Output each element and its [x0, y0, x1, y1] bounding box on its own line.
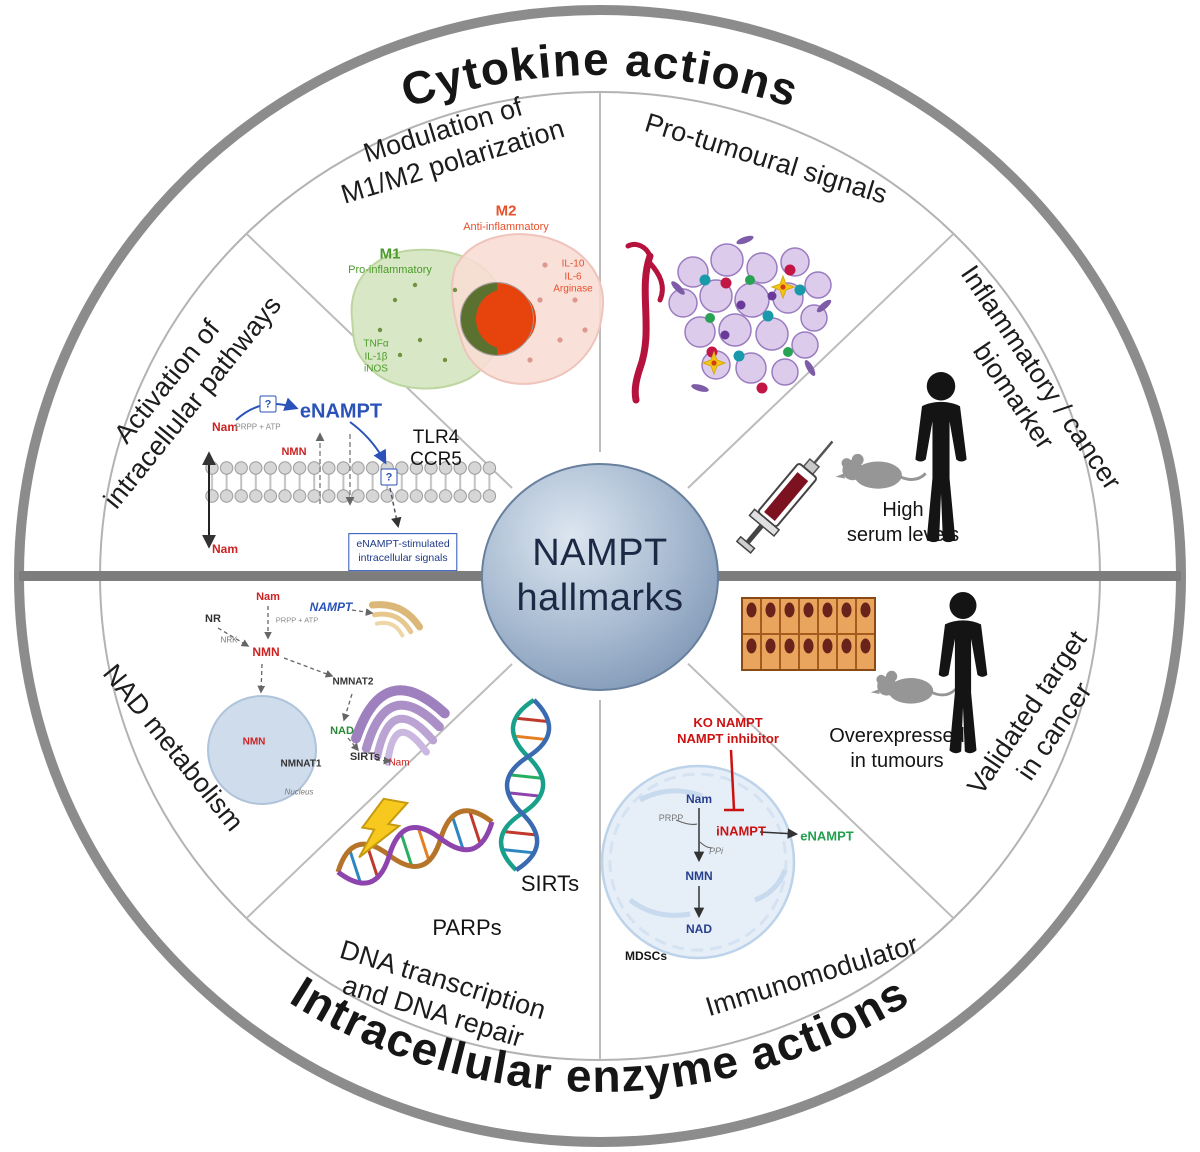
nad-nampt: NAMPT	[309, 600, 353, 614]
nad-n mn-nucleus: NMN	[242, 736, 266, 748]
parps-label: PARPs	[432, 915, 502, 940]
activation-tlr4: TLR4	[412, 427, 460, 448]
sector-divider-lines	[245, 92, 955, 1060]
syringe-icon	[735, 440, 834, 554]
question-box-icon: ?	[380, 468, 398, 486]
immuno-enampt: eNAMPT	[800, 828, 854, 844]
nad-nmnat2: NMNAT2	[332, 676, 374, 688]
macrophage-illustration	[350, 233, 604, 390]
tissue-illustration	[741, 592, 988, 754]
biomarker-illustration	[735, 372, 967, 554]
m2-markers: IL-10 IL-6 Arginase	[553, 258, 593, 295]
nad-prpp-atp: PRPP + ATP	[275, 615, 319, 625]
nad-nrk: NRK	[220, 635, 238, 645]
membrane-illustration	[202, 397, 497, 549]
mdsc-cell-illustration	[600, 749, 799, 960]
mitochondria-icon	[351, 685, 450, 766]
m2-label: M2	[495, 202, 517, 220]
activation-enampt: eNAMPT	[299, 400, 383, 423]
nad-nucleus-label: Nucleus	[284, 787, 314, 797]
activation-nmn: NMN	[281, 446, 307, 458]
nad-nad: NAD	[330, 725, 354, 737]
ko-nampt-label: KO NAMPT NAMPT inhibitor	[677, 714, 779, 746]
nad-nmn: NMN	[252, 645, 280, 659]
immuno-nam: Nam	[685, 792, 713, 806]
activation-nam-bottom: Nam	[211, 542, 239, 556]
nad-pathway-illustration	[207, 601, 450, 805]
tumour-illustration	[625, 235, 832, 404]
enampt-signal-box: eNAMPT-stimulated intracellular signals	[348, 533, 458, 571]
nad-nr: NR	[205, 613, 221, 625]
nad-nam-top: Nam	[256, 591, 280, 603]
m2-sublabel: Anti-inflammatory	[463, 221, 549, 233]
nad-sirts: SIRTs	[349, 751, 381, 763]
m1-sublabel: Pro-inflammatory	[348, 264, 432, 276]
validated-caption: Overexpressed in tumours	[829, 725, 965, 772]
sirts-label: SIRTs	[520, 871, 580, 896]
center-title: NAMPT hallmarks	[516, 532, 684, 619]
m1-markers: TNFα IL-1β iNOS	[363, 338, 389, 375]
center-circle	[481, 463, 719, 691]
nad-nmnat1: NMNAT1	[280, 758, 322, 770]
question-box-icon: ?	[259, 395, 277, 413]
lightning-icon	[358, 797, 410, 859]
immuno-ppi: PPi	[708, 846, 724, 856]
immuno-prpp: PRPP	[658, 813, 684, 823]
immuno-nmn: NMN	[685, 869, 713, 883]
sirts-helix	[498, 698, 552, 872]
nad-nam-recycle: Nam	[388, 757, 410, 769]
activation-nam-top: Nam	[211, 420, 239, 434]
m1-label: M1	[379, 245, 401, 263]
immuno-inampt: iNAMPT	[716, 823, 766, 839]
biomarker-caption: High serum levels	[846, 499, 960, 546]
immuno-nad: NAD	[686, 922, 712, 936]
mdscs-label: MDSCs	[624, 949, 668, 963]
golgi-icon	[368, 601, 424, 638]
activation-ccr5: CCR5	[410, 449, 462, 470]
dna-illustration	[335, 698, 552, 886]
activation-prpp-atp: PRPP + ATP	[235, 422, 281, 432]
